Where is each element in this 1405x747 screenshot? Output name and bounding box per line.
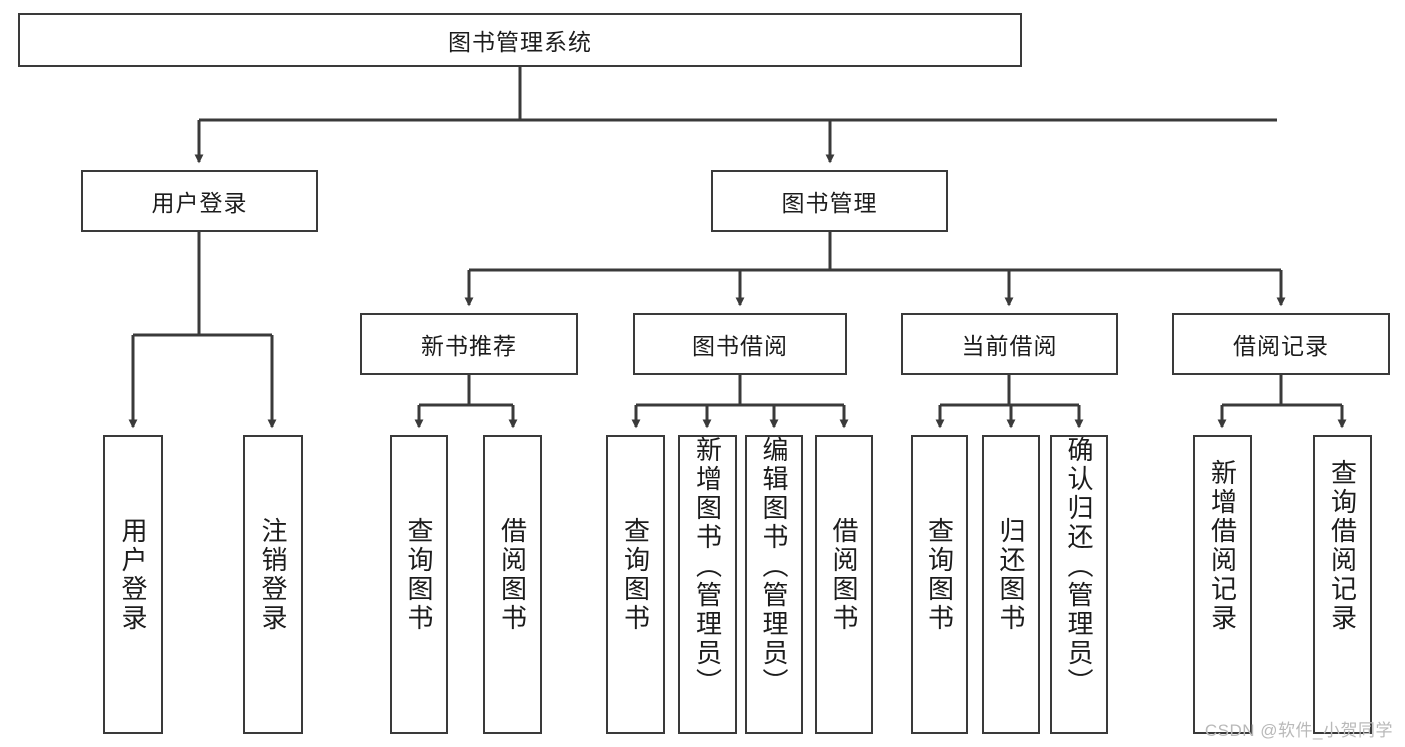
node-new-book-recommend[interactable]: 新书推荐	[360, 313, 578, 375]
node-book-borrow[interactable]: 图书借阅	[633, 313, 847, 375]
leaf-cb-query-book[interactable]: 查询图书	[911, 435, 968, 734]
csdn-watermark: CSDN @软件_小贺同学	[1204, 721, 1393, 740]
leaf-bb-add-book-admin[interactable]: 新增图书（管理员）	[678, 435, 737, 734]
node-label: 图书管理	[781, 190, 878, 216]
node-label: 归还图书	[996, 517, 1027, 633]
node-label: 借阅图书	[497, 517, 528, 633]
node-label: 新增借阅记录	[1207, 459, 1238, 633]
node-label: 借阅图书	[829, 517, 860, 633]
node-label: 查询借阅记录	[1327, 459, 1358, 633]
node-label: 用户登录	[151, 190, 248, 216]
node-label: 注销登录	[258, 517, 289, 633]
node-label: 编辑图书（管理员）	[759, 436, 790, 697]
node-label: 新书推荐	[421, 333, 517, 359]
node-user-login[interactable]: 用户登录	[81, 170, 318, 232]
leaf-br-query-record[interactable]: 查询借阅记录	[1313, 435, 1372, 734]
node-root-book-management-system[interactable]: 图书管理系统	[18, 13, 1022, 67]
node-book-management[interactable]: 图书管理	[711, 170, 948, 232]
node-label: 当前借阅	[961, 333, 1058, 359]
node-label: 新增图书（管理员）	[692, 436, 723, 697]
node-label: 借阅记录	[1233, 333, 1329, 359]
node-label: 图书管理系统	[448, 29, 592, 55]
leaf-br-add-record[interactable]: 新增借阅记录	[1193, 435, 1252, 734]
leaf-logout[interactable]: 注销登录	[243, 435, 303, 734]
leaf-bb-query-book[interactable]: 查询图书	[606, 435, 665, 734]
node-current-borrow[interactable]: 当前借阅	[901, 313, 1118, 375]
leaf-nb-borrow-book[interactable]: 借阅图书	[483, 435, 542, 734]
leaf-bb-borrow-book[interactable]: 借阅图书	[815, 435, 873, 734]
node-label: 查询图书	[620, 517, 651, 633]
node-label: 用户登录	[118, 517, 149, 633]
node-label: 确认归还（管理员）	[1064, 436, 1095, 697]
node-label: 图书借阅	[692, 333, 788, 359]
leaf-user-login[interactable]: 用户登录	[103, 435, 163, 734]
node-borrow-record[interactable]: 借阅记录	[1172, 313, 1390, 375]
node-label: 查询图书	[404, 517, 435, 633]
leaf-cb-confirm-return-admin[interactable]: 确认归还（管理员）	[1050, 435, 1108, 734]
leaf-cb-return-book[interactable]: 归还图书	[982, 435, 1040, 734]
leaf-bb-edit-book-admin[interactable]: 编辑图书（管理员）	[745, 435, 803, 734]
leaf-nb-query-book[interactable]: 查询图书	[390, 435, 448, 734]
node-label: 查询图书	[924, 517, 955, 633]
